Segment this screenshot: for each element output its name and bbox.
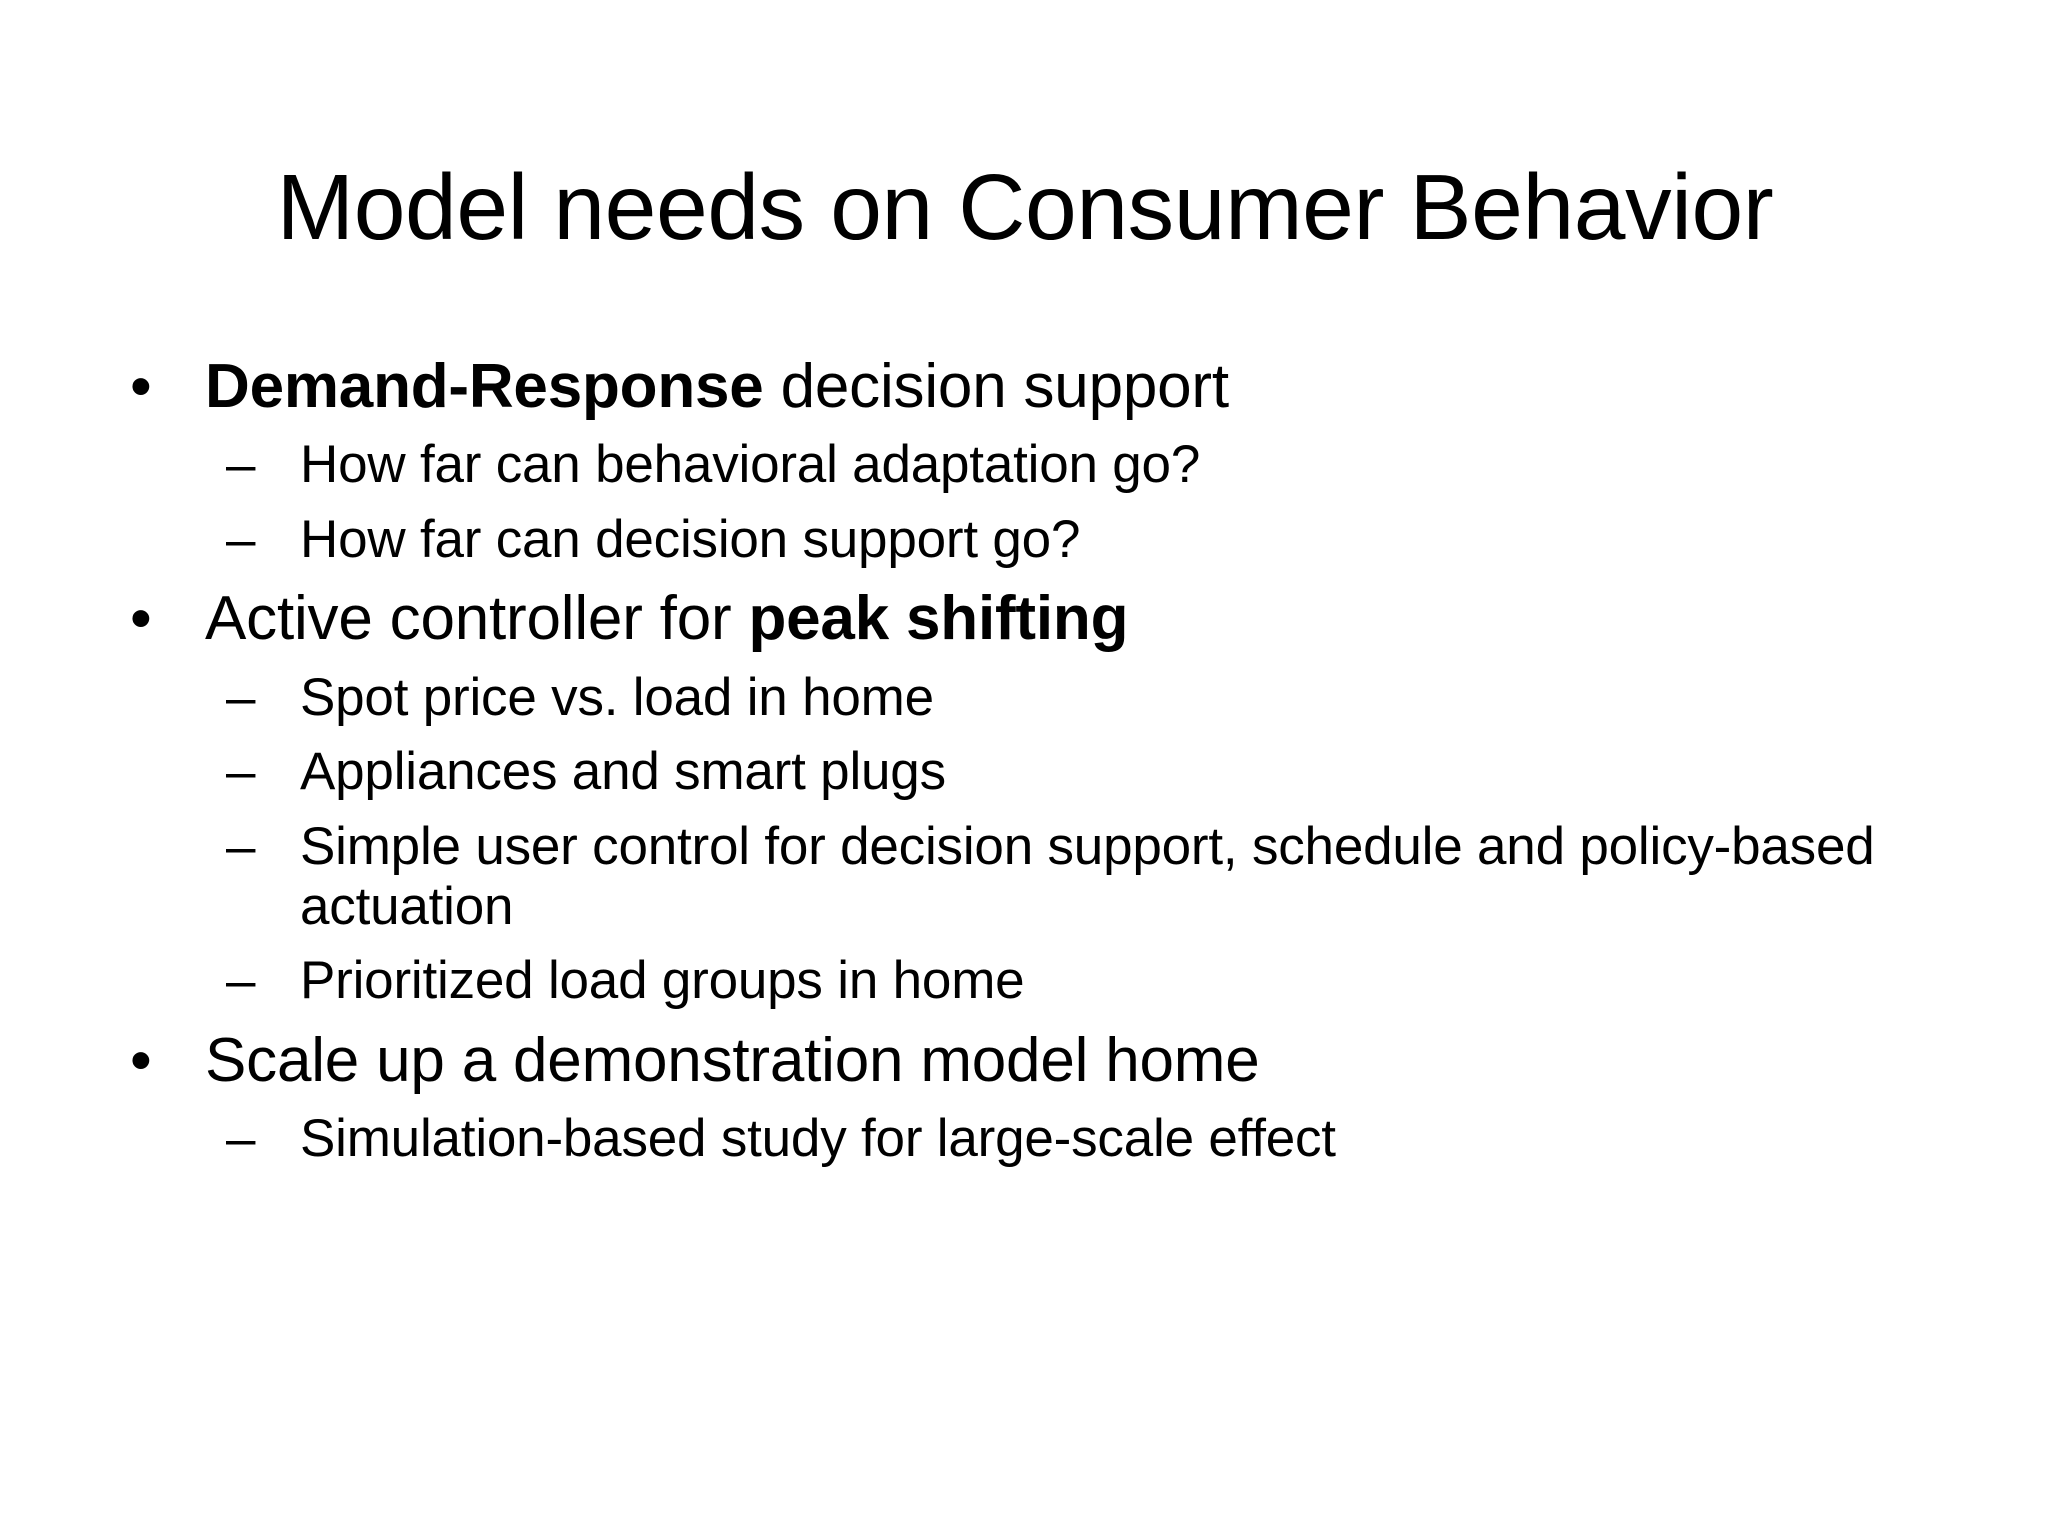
dash-marker-icon: –: [226, 667, 256, 727]
bullet-marker-icon: •: [130, 1025, 152, 1095]
bullet-marker-icon: •: [130, 352, 152, 421]
bullet-level2-text: How far can behavioral adaptation go?: [300, 435, 1201, 495]
dash-marker-icon: –: [226, 951, 256, 1011]
bullet-level1: • Active controller for peak shifting: [110, 584, 1950, 653]
bullet-level2: – Simple user control for decision suppo…: [110, 817, 1950, 938]
bullet-marker-icon: •: [130, 584, 152, 654]
bullet-text-run: Scale up a demonstration model home: [205, 1025, 1260, 1095]
bullet-level2-text: Prioritized load groups in home: [300, 951, 1025, 1011]
slide-title: Model needs on Consumer Behavior: [276, 155, 1774, 260]
bullet-text-run-bold: peak shifting: [748, 584, 1129, 654]
bullet-level1: • Demand-Response decision support: [110, 352, 1950, 421]
bullet-level2-text: Simple user control for decision support…: [300, 816, 1875, 936]
bullet-level2-text: Appliances and smart plugs: [300, 742, 946, 802]
dash-marker-icon: –: [226, 435, 256, 495]
bullet-level2-text: How far can decision support go?: [300, 509, 1081, 569]
sub-bullet-group: – Spot price vs. load in home – Applianc…: [110, 668, 1950, 1012]
bullet-text-run: Active controller for: [205, 584, 749, 654]
bullet-level2: – Prioritized load groups in home: [110, 951, 1950, 1011]
dash-marker-icon: –: [226, 1109, 256, 1169]
bullet-level2: – Spot price vs. load in home: [110, 668, 1950, 728]
sub-bullet-group: – How far can behavioral adaptation go? …: [110, 435, 1950, 570]
dash-marker-icon: –: [226, 509, 256, 569]
dash-marker-icon: –: [226, 816, 256, 876]
bullet-level2: – How far can decision support go?: [110, 510, 1950, 570]
bullet-level2: – Simulation-based study for large-scale…: [110, 1109, 1950, 1169]
bullet-level2-text: Simulation-based study for large-scale e…: [300, 1109, 1336, 1169]
dash-marker-icon: –: [226, 742, 256, 802]
slide-body-content: • Demand-Response decision support – How…: [110, 352, 1950, 1184]
bullet-level2: – Appliances and smart plugs: [110, 742, 1950, 802]
bullet-level2: – How far can behavioral adaptation go?: [110, 435, 1950, 495]
bullet-level2-text: Spot price vs. load in home: [300, 667, 934, 727]
sub-bullet-group: – Simulation-based study for large-scale…: [110, 1109, 1950, 1169]
bullet-text-run-bold: Demand-Response: [205, 352, 764, 421]
bullet-level1: • Scale up a demonstration model home: [110, 1026, 1950, 1095]
bullet-text-run: decision support: [763, 352, 1230, 421]
